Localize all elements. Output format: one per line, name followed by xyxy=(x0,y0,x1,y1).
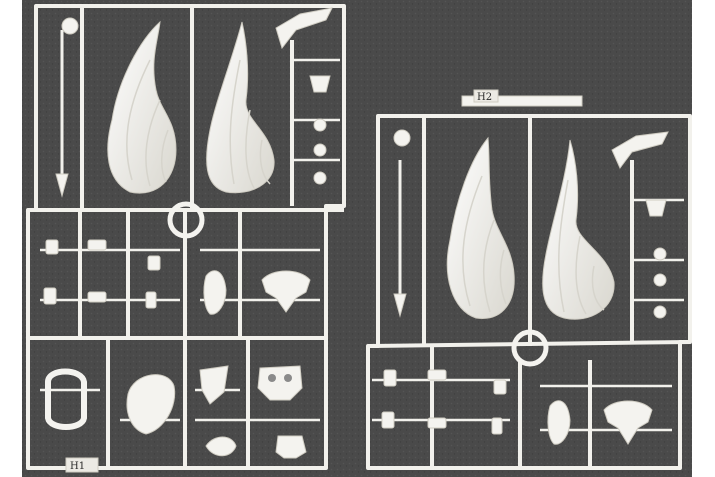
h2-tiny-block-2 xyxy=(427,369,447,381)
h1-left-wing-feather-lines xyxy=(126,59,169,187)
h1-label-plate xyxy=(65,457,99,473)
h1-right-wing-part xyxy=(206,21,275,194)
h1-helmet-part xyxy=(261,270,311,313)
h1-tiny-block-2 xyxy=(87,239,107,251)
h2-label-plate xyxy=(473,89,499,103)
h1-mask-eye-right xyxy=(284,374,292,382)
h2-top-right-claw-part xyxy=(611,131,669,169)
h2-tiny-block-6 xyxy=(491,417,503,435)
h1-tag-text: H1 xyxy=(70,461,85,472)
h1-mask-part xyxy=(257,365,303,401)
h1-small-face-part xyxy=(275,435,307,459)
h1-tiny-block-5 xyxy=(87,291,107,303)
sprue-h1 xyxy=(26,4,346,470)
h1-left-wing-part xyxy=(107,20,177,194)
h1-small-parts xyxy=(43,7,333,459)
h1-shield-part xyxy=(126,374,176,435)
h1-tiny-block-1 xyxy=(45,239,59,255)
sprue-h2 xyxy=(366,114,692,470)
h1-armor-piece-1 xyxy=(203,270,227,315)
right-white-margin xyxy=(692,0,715,477)
h1-top-left-round-part xyxy=(61,17,79,35)
h1-small-bracket-part xyxy=(309,75,331,93)
h2-mid-horizontal-runner xyxy=(367,340,691,348)
h2-small-parts xyxy=(381,129,669,445)
h1-tiny-block-3 xyxy=(147,255,161,271)
h2-tiny-block-1 xyxy=(383,369,397,387)
h1-lens-part xyxy=(205,436,237,457)
h1-peg-part-3 xyxy=(313,171,327,185)
h1-oval-chest-frame xyxy=(45,368,87,430)
h2-top-label-rail xyxy=(461,95,583,107)
h1-right-wing-feather-lines xyxy=(229,59,271,189)
h1-shoulder-part xyxy=(199,365,229,405)
h1-sprue-hub-ring xyxy=(167,201,205,239)
h2-sprue-hub-ring xyxy=(511,329,549,367)
h1-tiny-block-4 xyxy=(43,287,57,305)
h2-small-bracket-part xyxy=(645,199,667,217)
h2-armor-piece-1 xyxy=(547,400,571,445)
h2-tag-text: H2 xyxy=(477,92,492,103)
h2-peg-part-3 xyxy=(653,305,667,319)
h1-peg-part-1 xyxy=(313,118,327,132)
h1-spike-part xyxy=(55,173,69,198)
h2-left-wing-feather-lines xyxy=(462,175,507,313)
h2-helmet-part xyxy=(603,400,653,445)
h2-spike-part xyxy=(393,293,407,318)
left-white-margin xyxy=(0,0,22,477)
h2-tiny-block-3 xyxy=(493,379,507,395)
h2-right-wing-feather-lines xyxy=(558,179,605,315)
h1-top-right-claw-part xyxy=(275,7,333,50)
h2-peg-part-2 xyxy=(653,273,667,287)
h2-top-left-round-part xyxy=(393,129,411,147)
h2-right-wing-part xyxy=(542,139,615,320)
h1-tiny-block-6 xyxy=(145,291,157,309)
h2-tiny-block-5 xyxy=(427,417,447,429)
h1-mask-eye-left xyxy=(268,374,276,382)
h2-peg-part-1 xyxy=(653,247,667,261)
h1-peg-part-2 xyxy=(313,143,327,157)
h2-tiny-block-4 xyxy=(381,411,395,429)
